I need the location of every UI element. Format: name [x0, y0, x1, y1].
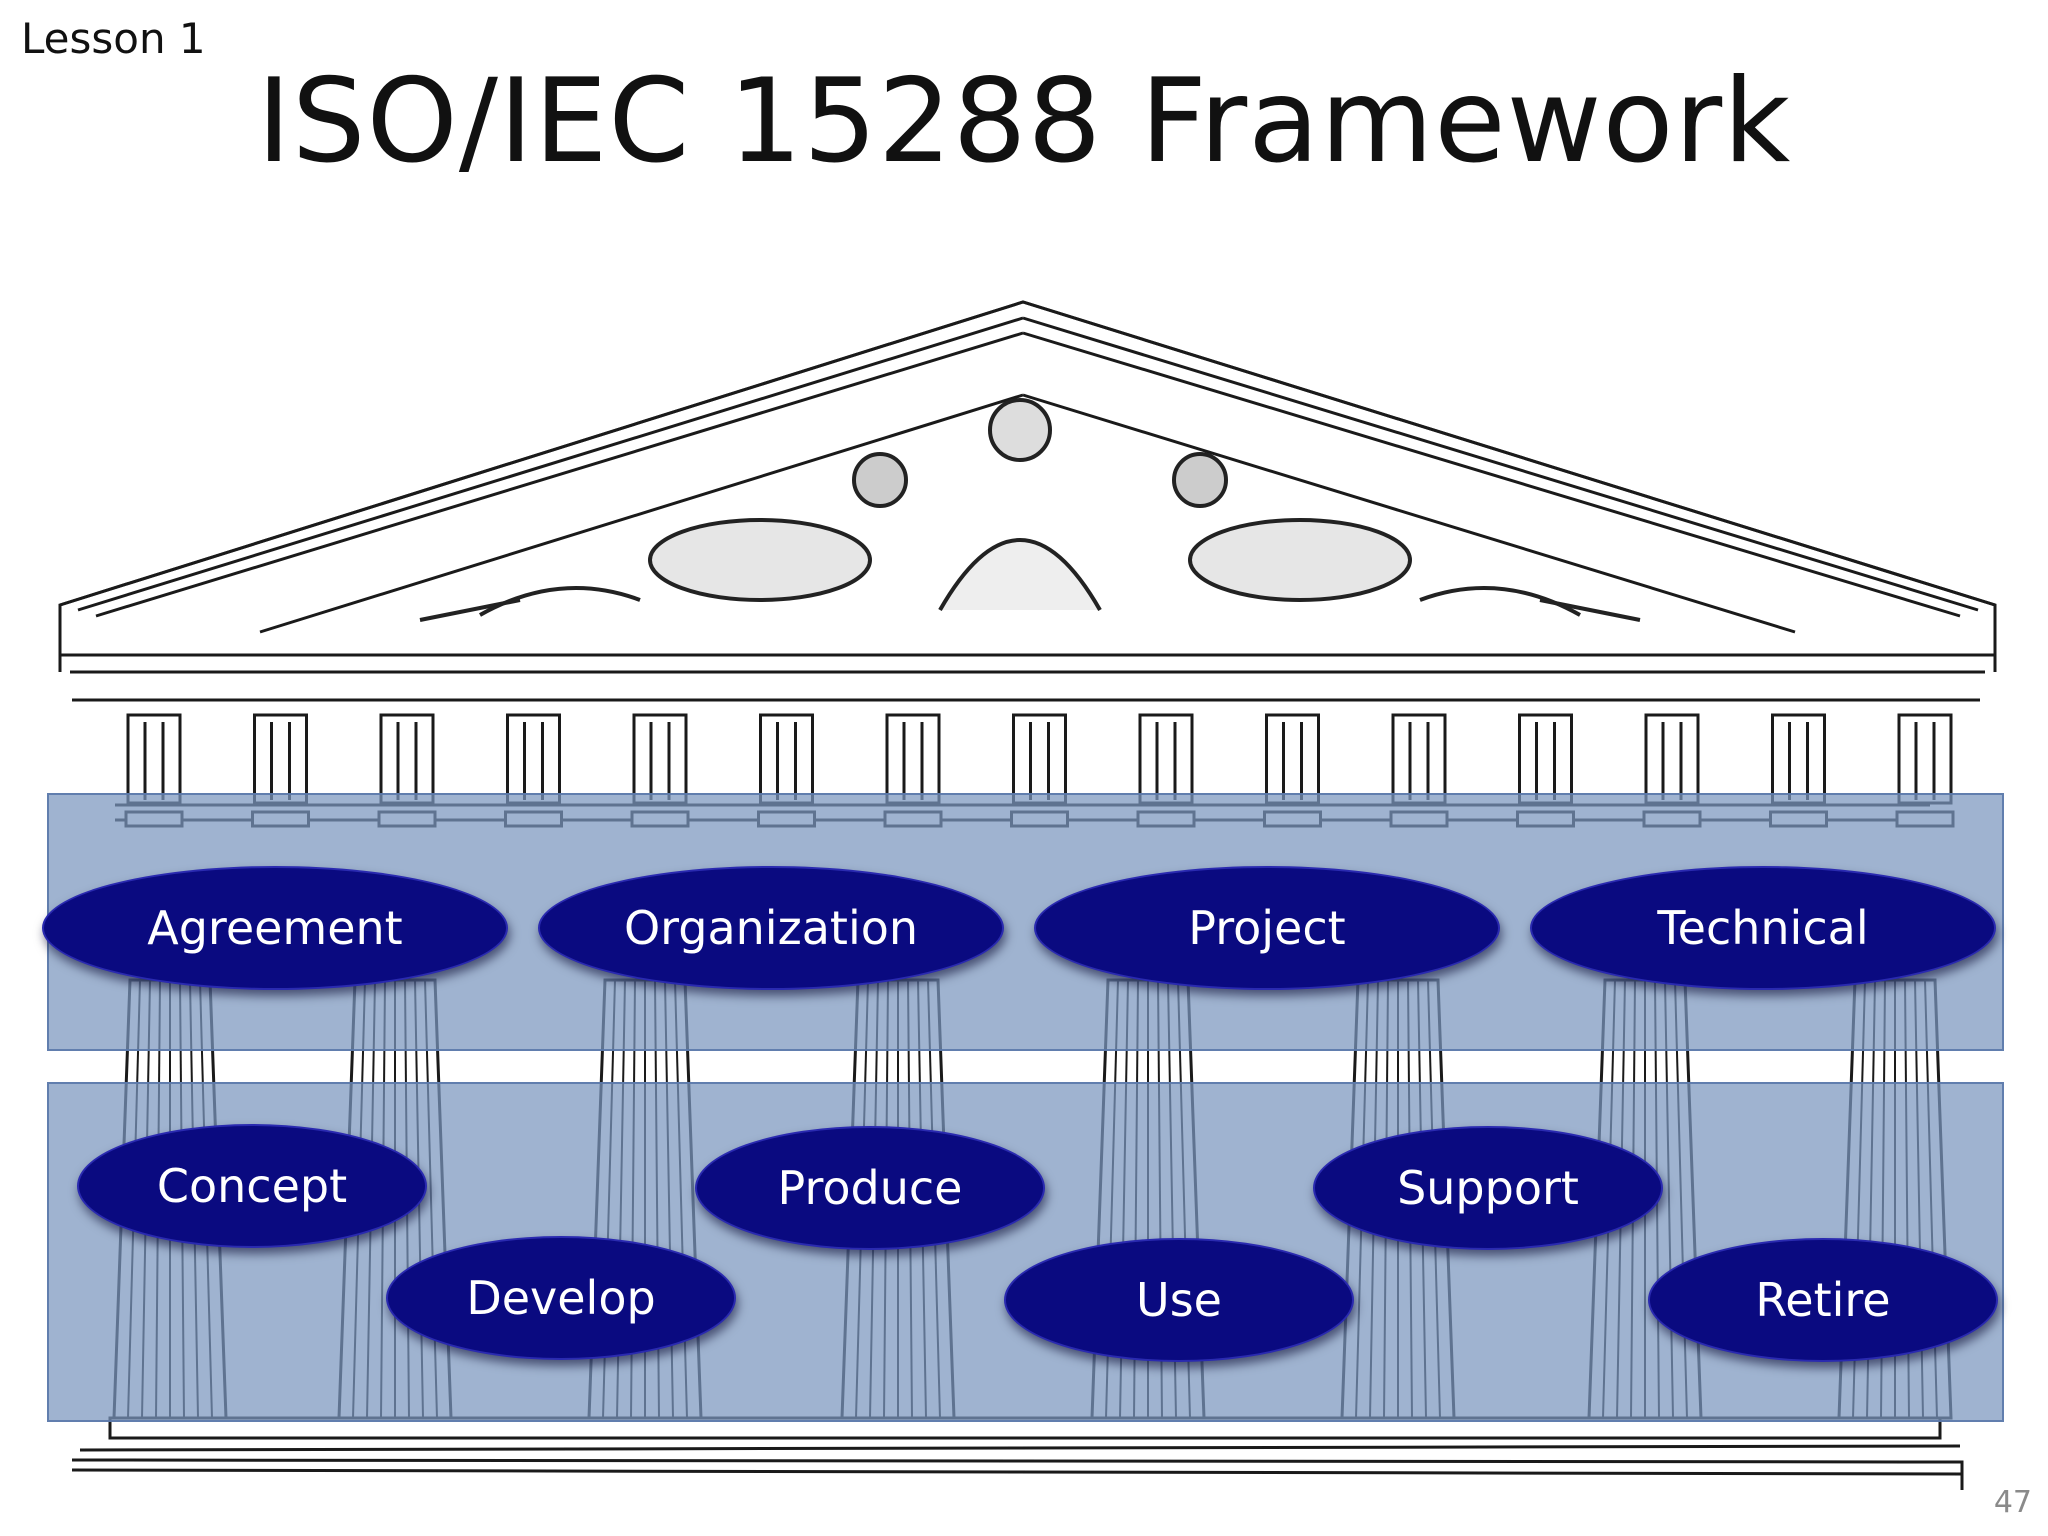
process-project: Project: [1034, 866, 1500, 990]
stage-produce: Produce: [695, 1126, 1045, 1250]
stage-develop: Develop: [386, 1236, 736, 1360]
process-organization: Organization: [538, 866, 1004, 990]
stage-use: Use: [1004, 1238, 1354, 1362]
stage-concept: Concept: [77, 1124, 427, 1248]
base-steps: [71, 1416, 1964, 1490]
stage-use-label: Use: [1136, 1273, 1222, 1327]
stage-support: Support: [1313, 1126, 1663, 1250]
stage-develop-label: Develop: [466, 1271, 656, 1325]
triglyph: [1769, 713, 1828, 828]
slide-title: ISO/IEC 15288 Framework: [256, 54, 1792, 189]
life-cycle-stages-band: [47, 1082, 2004, 1422]
process-technical: Technical: [1530, 866, 1996, 990]
stage-retire: Retire: [1648, 1238, 1998, 1362]
process-agreement-label: Agreement: [147, 901, 403, 955]
lesson-label: Lesson 1: [21, 14, 206, 63]
page-number: 47: [1993, 1485, 2032, 1520]
pediment-sculpture: [419, 398, 1641, 622]
stage-retire-label: Retire: [1755, 1273, 1891, 1327]
process-technical-label: Technical: [1657, 901, 1869, 955]
process-organization-label: Organization: [623, 901, 919, 955]
stage-support-label: Support: [1397, 1161, 1579, 1215]
stage-concept-label: Concept: [156, 1159, 348, 1213]
stage-produce-label: Produce: [777, 1161, 963, 1215]
process-project-label: Project: [1188, 901, 1346, 955]
process-agreement: Agreement: [42, 866, 508, 990]
pediment: [58, 300, 1997, 702]
